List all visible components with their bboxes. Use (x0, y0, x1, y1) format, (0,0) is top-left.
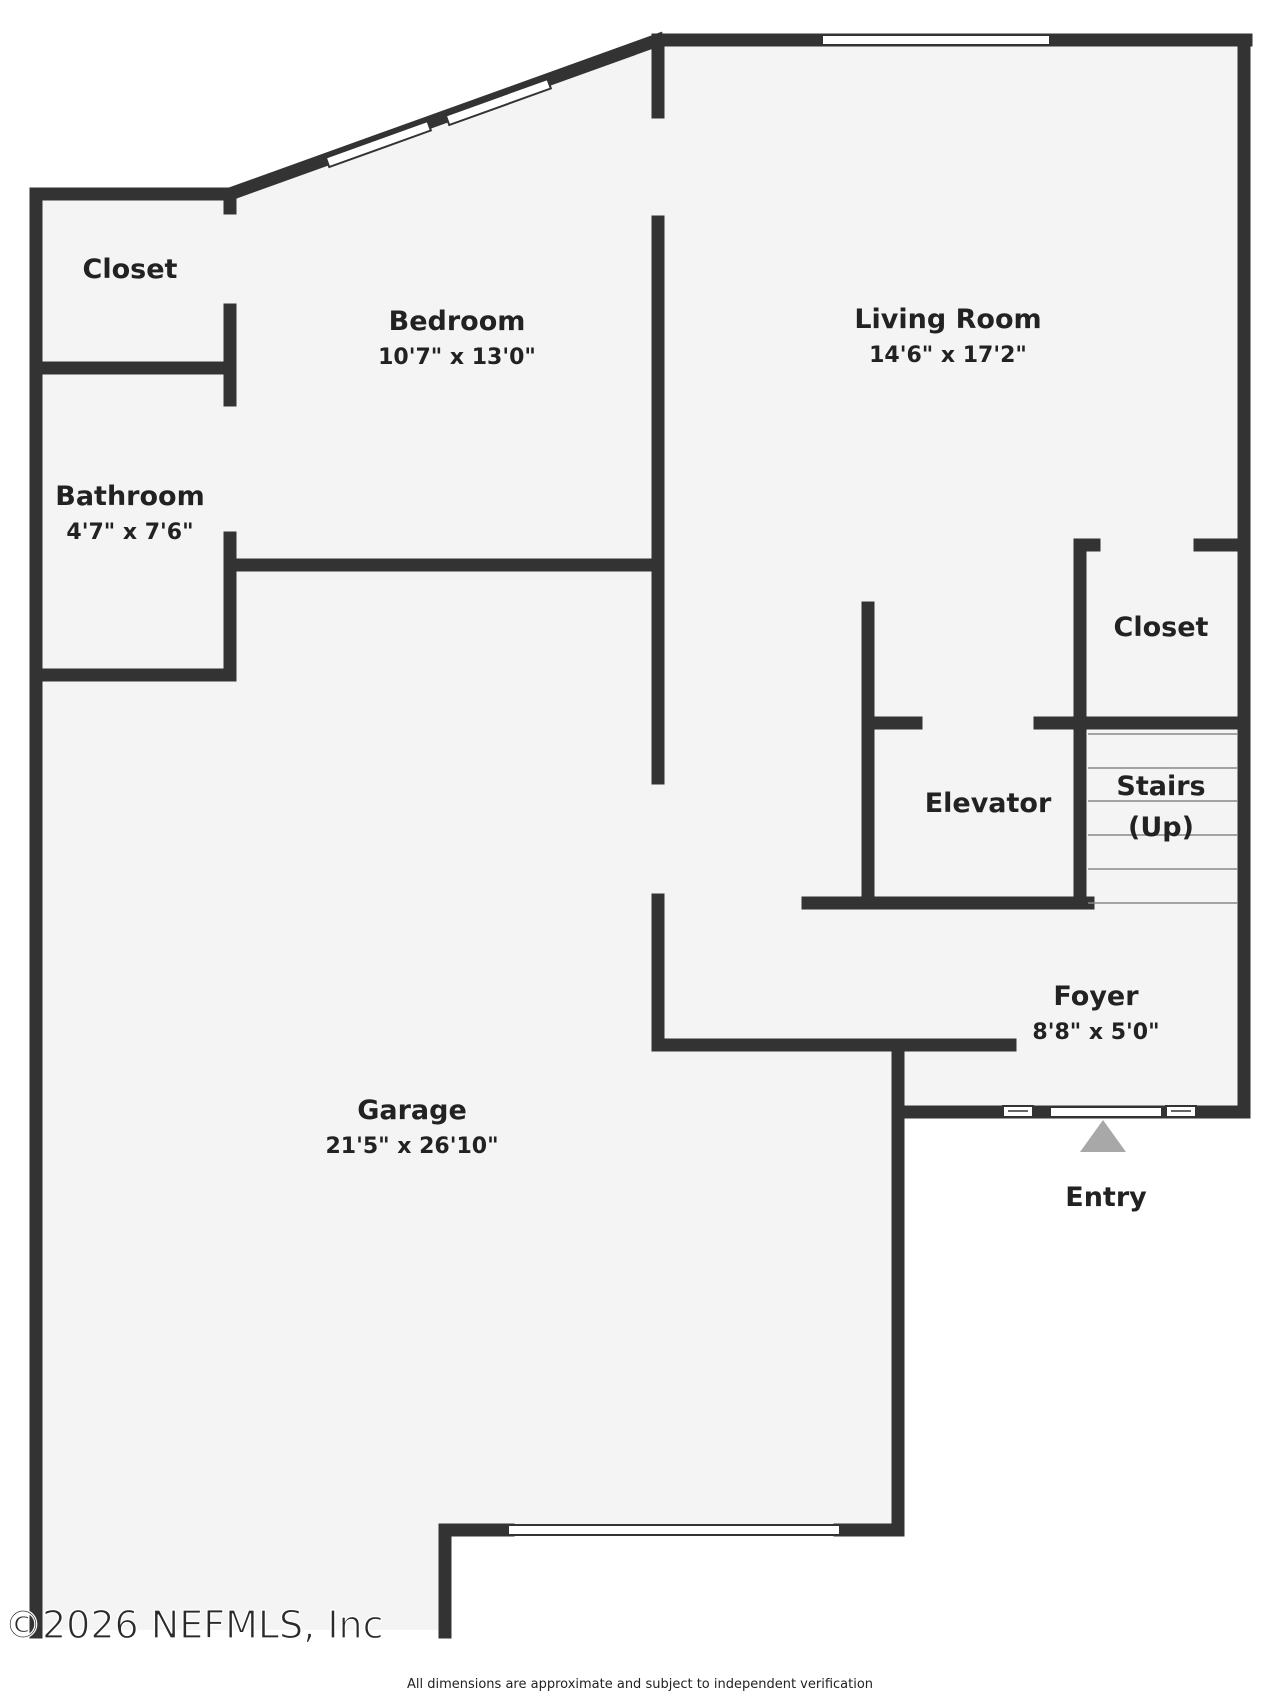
disclaimer-footer: All dimensions are approximate and subje… (407, 1677, 873, 1692)
room-dims-garage: 21'5" x 26'10" (325, 1134, 498, 1159)
window-bedroom-diag-1 (324, 119, 433, 169)
room-name-closet-nw: Closet (83, 254, 178, 285)
window-foyer-south (1049, 1106, 1163, 1118)
entry-label: Entry (1065, 1182, 1147, 1213)
stairs-treads (1088, 733, 1238, 904)
room-dims-bathroom: 4'7" x 7'6" (66, 520, 193, 545)
room-name-foyer: Foyer (1053, 981, 1139, 1012)
stairs-label-line2: (Up) (1128, 812, 1194, 843)
stairs-label-line1: Stairs (1116, 771, 1205, 802)
room-name-closet-e: Closet (1114, 612, 1209, 643)
room-name-elevator: Elevator (925, 788, 1052, 819)
wall-bedroom-diagonal (221, 31, 667, 203)
window-garage-south (507, 1524, 841, 1536)
entry-arrow-icon (1080, 1120, 1126, 1152)
window-living-top (821, 34, 1051, 46)
room-dims-foyer: 8'8" x 5'0" (1032, 1020, 1159, 1045)
windows (324, 34, 1197, 1536)
room-name-bathroom: Bathroom (55, 481, 204, 512)
room-name-garage: Garage (357, 1095, 467, 1126)
floor-main (36, 40, 1244, 1630)
floor-fills (36, 40, 1244, 1630)
room-name-living-room: Living Room (854, 304, 1041, 335)
room-name-bedroom: Bedroom (389, 306, 526, 337)
window-bedroom-diag-2 (444, 77, 553, 127)
room-dims-living-room: 14'6" x 17'2" (869, 343, 1027, 368)
copyright-watermark: ©2026 NEFMLS, Inc (4, 1603, 384, 1647)
walls (29, 31, 1253, 1639)
room-dims-bedroom: 10'7" x 13'0" (378, 345, 536, 370)
